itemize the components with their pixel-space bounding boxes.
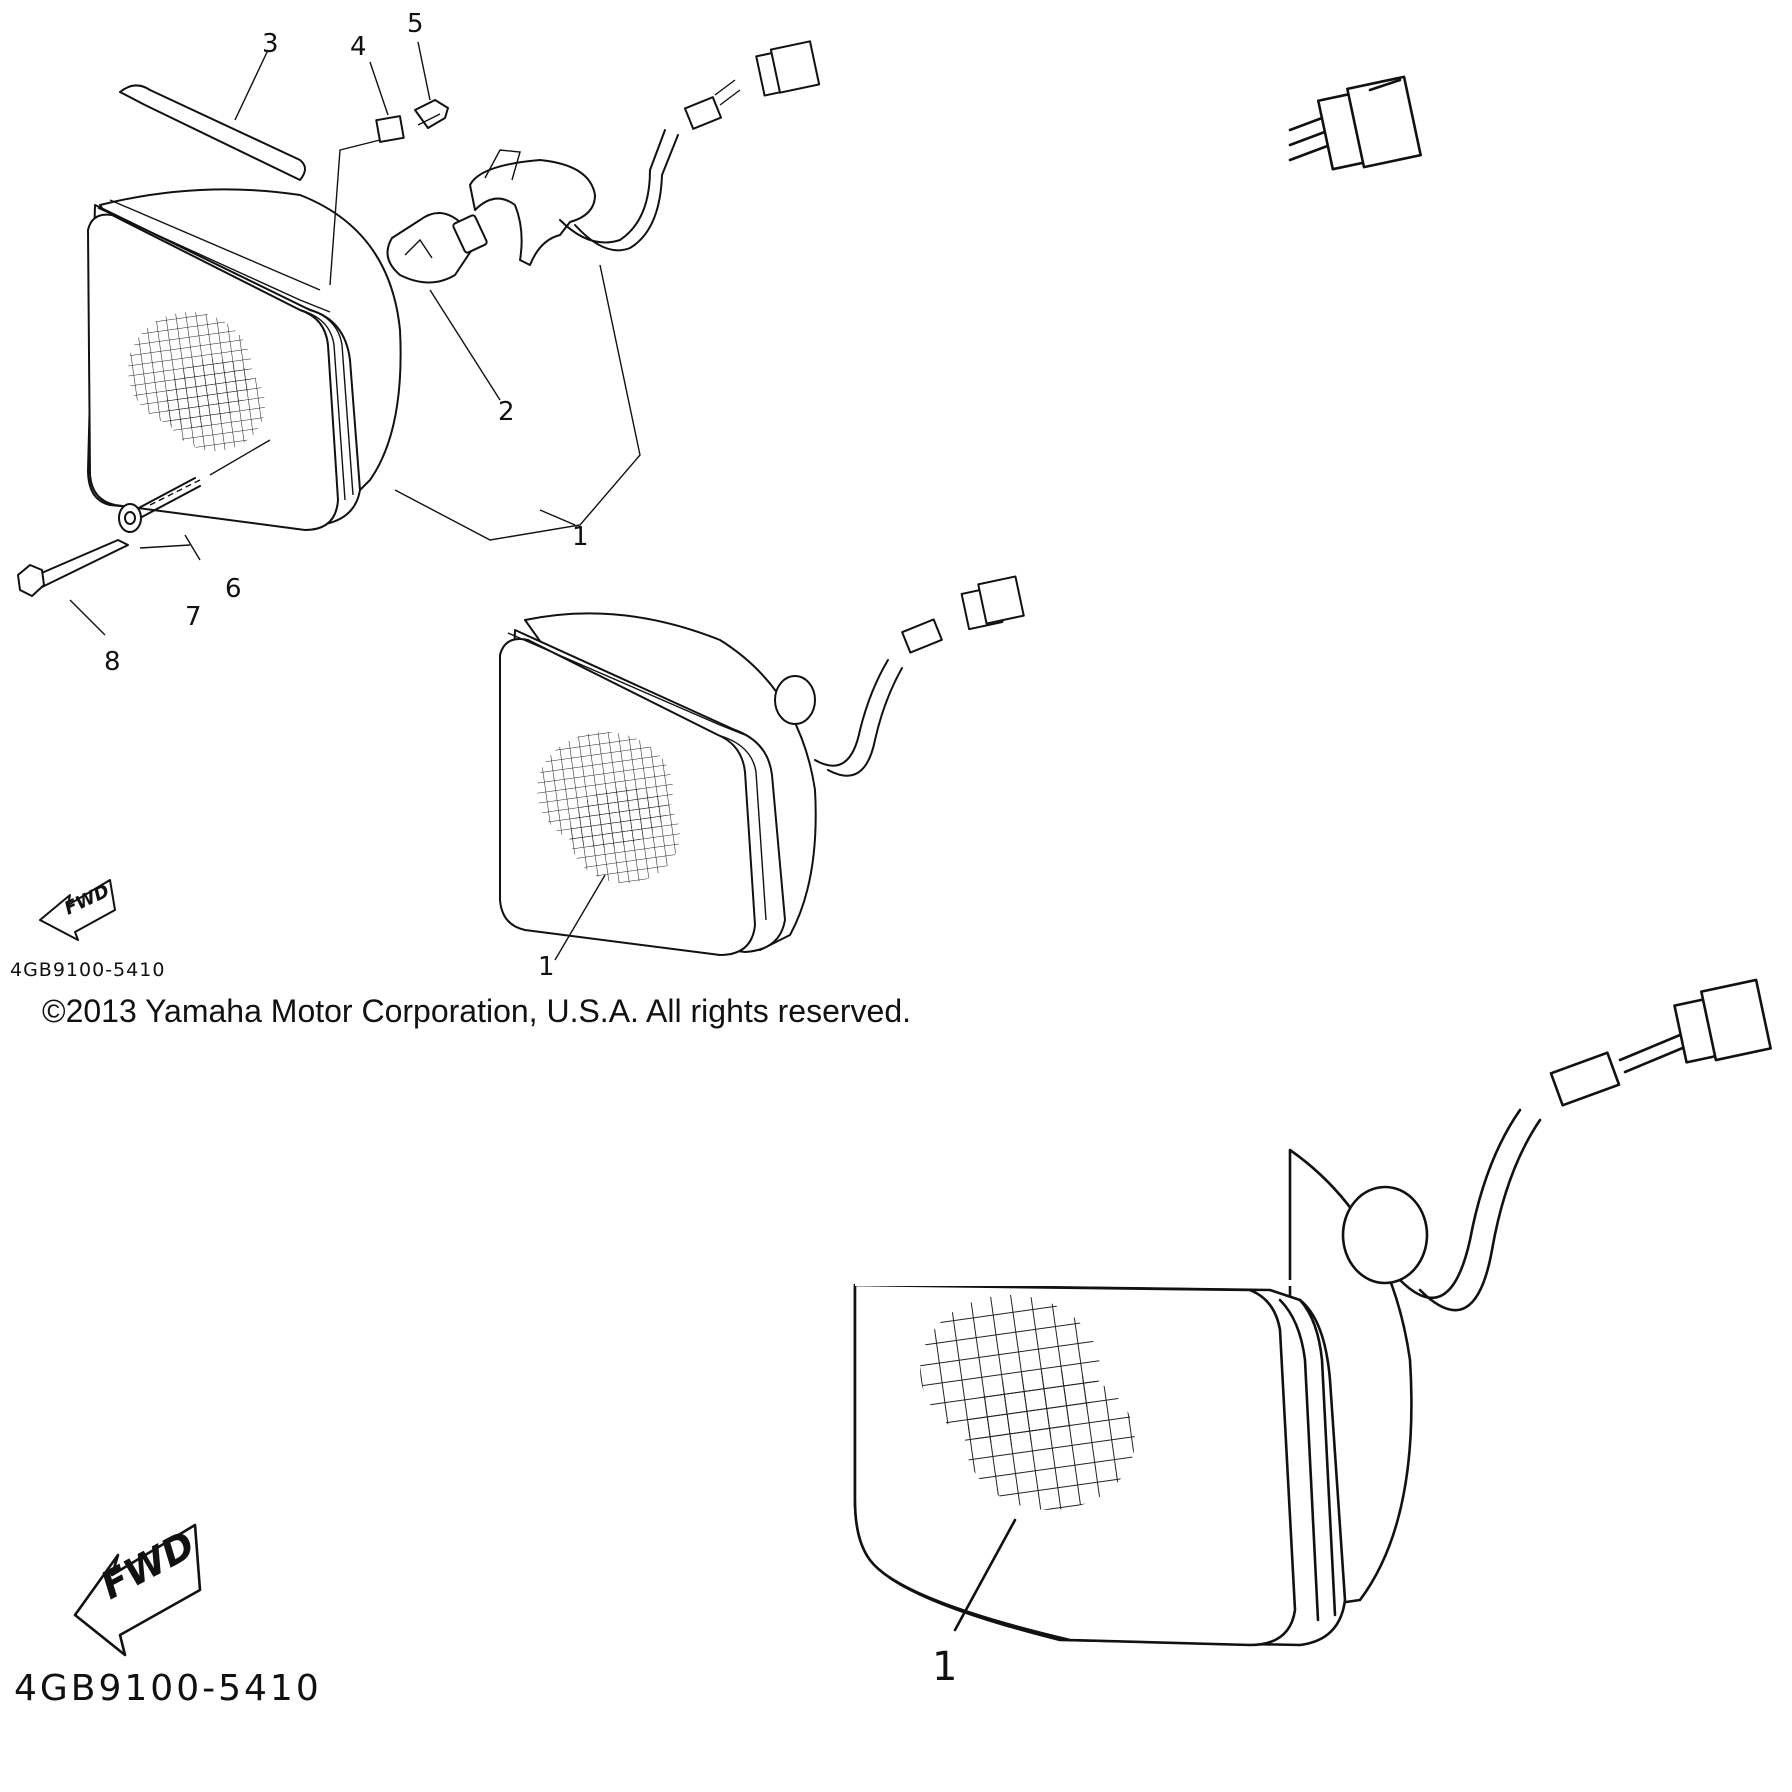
- callout-2: 2: [498, 397, 515, 427]
- callout-3: 3: [262, 29, 279, 59]
- clip-4: [375, 115, 405, 143]
- copyright-notice: ©2013 Yamaha Motor Corporation, U.S.A. A…: [42, 993, 911, 1029]
- assembled-headlight: [499, 575, 1025, 961]
- callout-1: 1: [572, 522, 589, 552]
- fwd-indicator-large: FWD: [73, 1522, 202, 1657]
- lens-pattern: [128, 312, 265, 451]
- connector-detail: [1288, 75, 1422, 171]
- trim-strip-3: [119, 84, 306, 181]
- enlarged-headlight: [853, 978, 1772, 1647]
- bulb-socket: [469, 159, 596, 266]
- callout-1-enlarged: 1: [932, 1644, 957, 1690]
- callout-4: 4: [350, 32, 367, 62]
- callout-1-assembled: 1: [538, 952, 555, 982]
- fwd-indicator-small: FWD: [39, 879, 116, 941]
- diagram-code-large: 4GB9100-5410: [14, 1668, 322, 1709]
- screw-5: [414, 99, 449, 129]
- wire-harness: [559, 129, 666, 244]
- connector: [755, 40, 821, 97]
- diagram-code-small: 4GB9100-5410: [10, 959, 165, 981]
- mounting-hardware: [17, 439, 271, 597]
- bulb: [386, 212, 488, 284]
- callout-7: 7: [185, 602, 202, 632]
- callout-5: 5: [407, 9, 424, 39]
- callout-6: 6: [225, 574, 242, 604]
- exploded-headlight-assembly: [17, 40, 821, 636]
- callout-8: 8: [104, 647, 121, 677]
